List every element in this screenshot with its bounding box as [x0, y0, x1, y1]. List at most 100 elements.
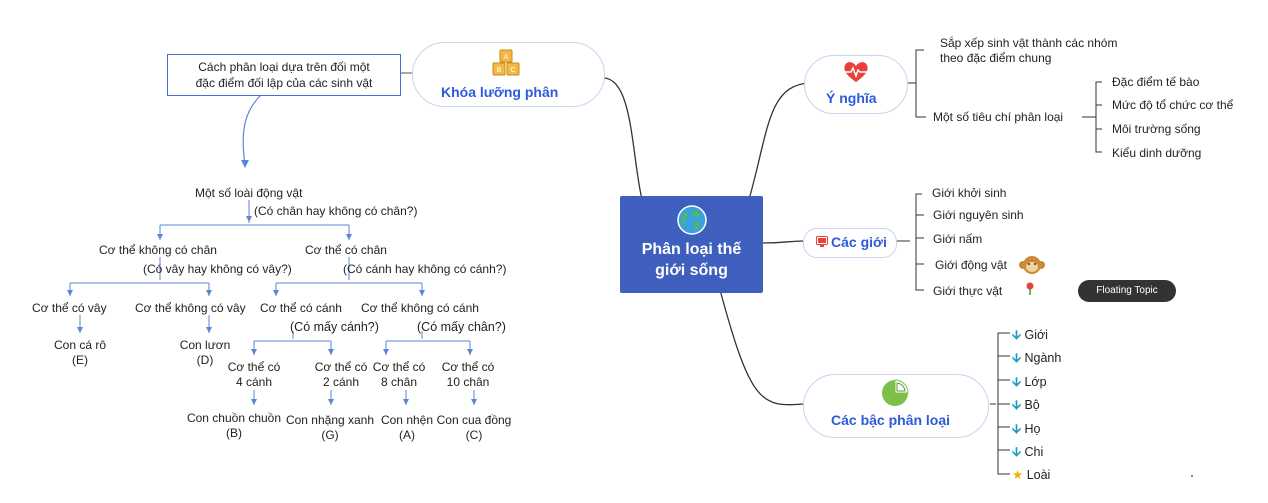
dragonfly-label: Con chuồn chuồn [186, 411, 282, 425]
gioi-5: Giới thực vật [933, 284, 1003, 298]
level-loai: ★ Loài [1012, 467, 1050, 482]
tree-fly: Con nhặng xanh (G) [280, 413, 380, 443]
gioi-1: Giới khởi sinh [932, 186, 1007, 200]
central-title-line1: Phân loại thế [641, 241, 742, 258]
monkey-icon [1019, 256, 1045, 274]
arrow-down-icon: 🡫 [1012, 398, 1021, 412]
tree-ten-legs: Cơ thể có 10 chân [433, 360, 503, 390]
central-topic[interactable]: Phân loại thế giới sống [620, 196, 763, 293]
arrow-down-icon: 🡫 [1012, 422, 1021, 436]
tree-q-wings: (Có mấy cánh?) [290, 320, 379, 334]
svg-text:B: B [497, 67, 502, 74]
tree-q-no-wings: (Có mấy chân?) [417, 320, 506, 334]
level-lop: 🡫 Lớp [1012, 373, 1047, 394]
level-label: Họ [1024, 422, 1041, 436]
star-icon: ★ [1012, 468, 1024, 482]
tree-root: Một số loài động vật [195, 186, 303, 200]
criteria-2: Mức độ tổ chức cơ thể [1112, 98, 1234, 112]
spider-id: (A) [399, 428, 415, 442]
crab-id: (C) [465, 428, 483, 442]
tree-fins: Cơ thể có vây [32, 301, 107, 315]
gioi-4: Giới động vật [935, 258, 1007, 272]
level-gioi: 🡫 Giới [1012, 326, 1048, 347]
tree-fish: Con cá rô (E) [44, 338, 116, 368]
tree-wings: Cơ thể có cánh [260, 301, 342, 315]
svg-text:A: A [504, 54, 509, 61]
globe-icon [677, 205, 707, 235]
heartbeat-icon [844, 62, 868, 82]
level-nganh: 🡫 Ngành [1012, 349, 1061, 370]
gioi-2: Giới nguyên sinh [933, 208, 1024, 222]
ten-legs-line1: Cơ thể có [441, 360, 495, 374]
fish-label: Con cá rô [53, 338, 107, 352]
flower-icon [1026, 282, 1034, 295]
tree-legs: Cơ thể có chân [305, 243, 387, 257]
ynghia-item1: Sắp xếp sinh vật thành các nhóm theo đặc… [940, 36, 1117, 66]
connector-cacbac [719, 289, 804, 406]
khoa-title: Khóa lưỡng phân [441, 84, 559, 100]
floating-topic[interactable]: Floating Topic [1078, 280, 1176, 302]
ten-legs-line2: 10 chân [446, 375, 490, 389]
level-label: Ngành [1024, 351, 1062, 365]
abc-blocks-icon: A B C [492, 49, 520, 76]
arrow-down-icon: 🡫 [1012, 445, 1021, 459]
tree-two-wings: Cơ thể có 2 cánh [306, 360, 376, 390]
connector-cacgioi [762, 240, 804, 244]
cacgioi-title: Các giới [831, 234, 887, 250]
tree-spider: Con nhện (A) [372, 413, 442, 443]
two-wings-line1: Cơ thể có [314, 360, 368, 374]
level-label: Bộ [1024, 398, 1040, 412]
level-label: Loài [1026, 468, 1051, 482]
tree-four-wings: Cơ thể có 4 cánh [219, 360, 289, 390]
criteria-1: Đặc điểm tế bào [1112, 75, 1200, 89]
eight-legs-line1: Cơ thể có [372, 360, 426, 374]
tree-q-root: (Có chân hay không có chân?) [254, 204, 418, 218]
display-icon [816, 236, 828, 247]
four-wings-line1: Cơ thể có [227, 360, 281, 374]
level-chi: 🡫 Chi [1012, 443, 1043, 464]
tree-eel: Con lươn (D) [169, 338, 241, 368]
tree-crab: Con cua đồng (C) [431, 413, 517, 443]
gioi-3: Giới nấm [933, 232, 983, 246]
level-label: Lớp [1024, 375, 1047, 389]
four-wings-line2: 4 cánh [235, 375, 273, 389]
dragonfly-id: (B) [226, 426, 242, 440]
pie-chart-icon [882, 379, 909, 406]
level-bo: 🡫 Bộ [1012, 396, 1040, 417]
level-ho: 🡫 Họ [1012, 420, 1040, 441]
svg-text:C: C [510, 67, 515, 74]
fly-id: (G) [321, 428, 339, 442]
ynghia-item1-line2: theo đặc điểm chung [940, 51, 1052, 65]
crab-label: Con cua đồng [436, 413, 512, 427]
tree-dragonfly: Con chuồn chuồn (B) [179, 411, 289, 441]
tree-eight-legs: Cơ thể có 8 chân [364, 360, 434, 390]
tree-no-fins: Cơ thể không có vây [135, 301, 246, 315]
criteria-4: Kiểu dinh dưỡng [1112, 146, 1202, 160]
arrow-down-icon: 🡫 [1012, 375, 1021, 389]
ynghia-item2: Một số tiêu chí phân loại [933, 110, 1064, 124]
central-title-line2: giới sống [655, 262, 728, 279]
tree-no-wings: Cơ thể không có cánh [361, 301, 479, 315]
eight-legs-line2: 8 chân [380, 375, 418, 389]
khoa-description[interactable]: Cách phân loại dựa trên đối một đặc điểm… [167, 54, 401, 96]
tree-q-no-legs: (Có vây hay không có vây?) [143, 262, 292, 276]
arrow-down-icon: 🡫 [1012, 328, 1021, 342]
spider-label: Con nhện [380, 413, 434, 427]
two-wings-line2: 2 cánh [322, 375, 360, 389]
level-label: Chi [1024, 445, 1044, 459]
level-label: Giới [1024, 328, 1048, 342]
desc-line1: Cách phân loại dựa trên đối một [198, 60, 370, 74]
criteria-3: Môi trường sống [1112, 122, 1201, 136]
topic-y-nghia[interactable] [804, 55, 908, 114]
desc-line2: đặc điểm đối lập của các sinh vật [195, 76, 373, 90]
fish-id: (E) [72, 353, 88, 367]
eel-label: Con lươn [179, 338, 231, 352]
ynghia-title: Ý nghĩa [826, 90, 877, 106]
eel-id: (D) [196, 353, 214, 367]
tree-no-legs: Cơ thể không có chân [99, 243, 217, 257]
tree-q-legs: (Có cánh hay không có cánh?) [343, 262, 507, 276]
cacbac-title: Các bậc phân loại [831, 412, 951, 428]
ynghia-item1-line1: Sắp xếp sinh vật thành các nhóm [940, 36, 1118, 50]
fly-label: Con nhặng xanh [285, 413, 375, 427]
